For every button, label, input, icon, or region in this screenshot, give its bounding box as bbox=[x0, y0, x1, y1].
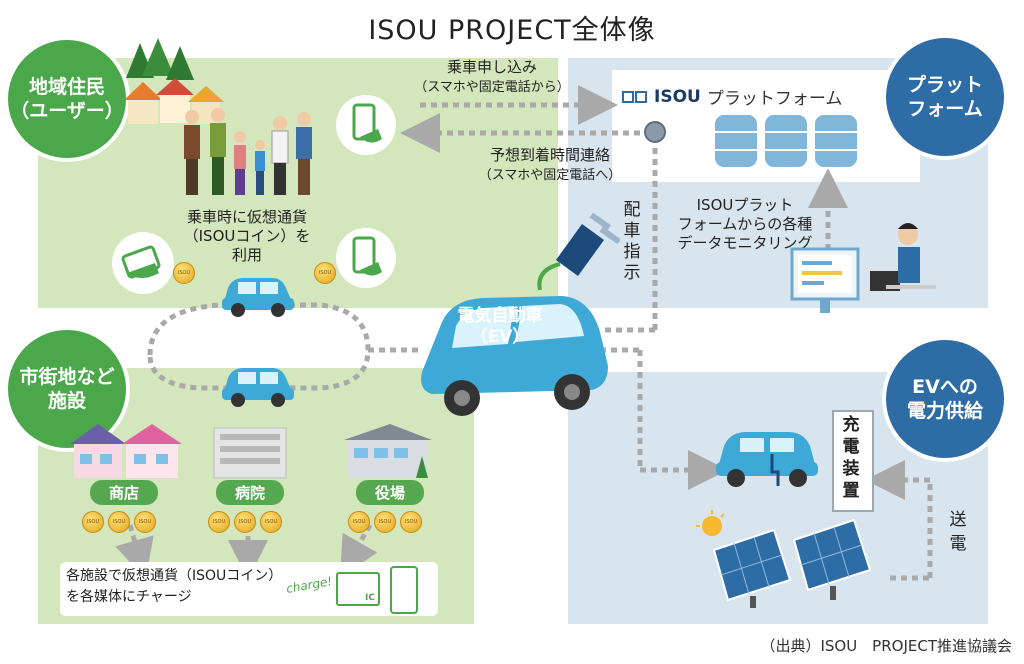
facility-shop-tag: 商店 bbox=[90, 480, 158, 505]
request-phone-icon bbox=[336, 95, 396, 155]
ev-label: 電気自動車 （EV） bbox=[457, 306, 543, 347]
charge-ic-card-icon: IC bbox=[336, 572, 380, 606]
platform-node-dot bbox=[644, 121, 666, 143]
isou-coin-icon: ISOU bbox=[260, 511, 282, 533]
power-node-label: EVへの 電力供給 bbox=[906, 376, 983, 422]
operator-icon bbox=[790, 223, 936, 313]
shop-building-icon bbox=[70, 424, 182, 478]
platform-node-label: プラット フォーム bbox=[906, 74, 983, 120]
plug-icon bbox=[537, 212, 620, 291]
database-icon bbox=[713, 113, 859, 169]
source-credit: （出典）ISOU PROJECT推進協議会 bbox=[760, 637, 1012, 655]
charge-phone-icon bbox=[390, 566, 418, 614]
charge-note-label: 各施設で仮想通貨（ISOUコイン） を各媒体にチャージ bbox=[66, 568, 283, 605]
charger-label: 充 電 装 置 bbox=[842, 415, 860, 501]
ic-label: IC bbox=[365, 593, 375, 603]
ev-car-icon bbox=[421, 296, 608, 416]
isou-coin-icon: ISOU bbox=[374, 511, 396, 533]
town-office-building-icon bbox=[344, 424, 432, 478]
arrival-notice-label: 予想到着時間連絡 bbox=[489, 146, 610, 164]
shuttle-car-icon bbox=[222, 368, 294, 407]
isou-logo-text: ISOU bbox=[654, 86, 701, 107]
payment-phone-icon bbox=[336, 228, 396, 288]
office-arrow bbox=[340, 523, 378, 578]
residents-node: 地域住民 （ユーザー） bbox=[8, 40, 126, 158]
facility-hospital-tag: 病院 bbox=[216, 480, 284, 505]
dispatch-label: 配 車 指 示 bbox=[623, 200, 641, 283]
platform-name-label: プラットフォーム bbox=[706, 89, 843, 109]
ride-request-label: 乗車申し込み bbox=[446, 58, 537, 76]
isou-coin-icon: ISOU bbox=[400, 511, 422, 533]
power-node: EVへの 電力供給 bbox=[886, 340, 1004, 458]
city-node: 市街地など 施設 bbox=[8, 330, 126, 448]
solar-panel-icon bbox=[696, 510, 872, 608]
car-loop bbox=[147, 302, 371, 391]
residents-people-icon bbox=[184, 108, 312, 195]
monitoring-label: ISOUプラット フォームからの各種 データモニタリング bbox=[677, 196, 813, 252]
platform-node: プラット フォーム bbox=[886, 38, 1004, 156]
facility-office-tag: 役場 bbox=[356, 480, 424, 505]
isou-coin-icon: ISOU bbox=[173, 262, 195, 284]
isou-coin-icon: ISOU bbox=[348, 511, 370, 533]
isou-logo: ISOU プラットフォーム bbox=[622, 84, 842, 109]
use-coin-label: 乗車時に仮想通貨 （ISOUコイン）を 利用 bbox=[183, 208, 311, 264]
ride-request-sub-label: （スマホや固定電話から） bbox=[414, 80, 570, 95]
city-node-label: 市街地など 施設 bbox=[19, 366, 115, 412]
isou-coin-icon: ISOU bbox=[208, 511, 230, 533]
arrival-notice-sub-label: （スマホや固定電話へ） bbox=[478, 168, 622, 183]
isou-coin-icon: ISOU bbox=[82, 511, 104, 533]
diagram-title: ISOU PROJECT全体像 bbox=[368, 15, 656, 46]
residents-node-label: 地域住民 （ユーザー） bbox=[10, 76, 124, 122]
charger-device bbox=[832, 410, 874, 512]
isou-coin-icon: ISOU bbox=[234, 511, 256, 533]
isou-coin-icon: ISOU bbox=[314, 262, 336, 284]
hospital-building-icon bbox=[213, 427, 287, 479]
isou-coin-icon: ISOU bbox=[108, 511, 130, 533]
shuttle-car-icon bbox=[222, 278, 294, 317]
isou-coin-icon: ISOU bbox=[134, 511, 156, 533]
transmission-label: 送 電 bbox=[949, 510, 967, 554]
isou-logo-icon bbox=[622, 90, 647, 103]
payment-ic-card-icon bbox=[112, 232, 174, 294]
charging-car-icon bbox=[716, 432, 818, 487]
